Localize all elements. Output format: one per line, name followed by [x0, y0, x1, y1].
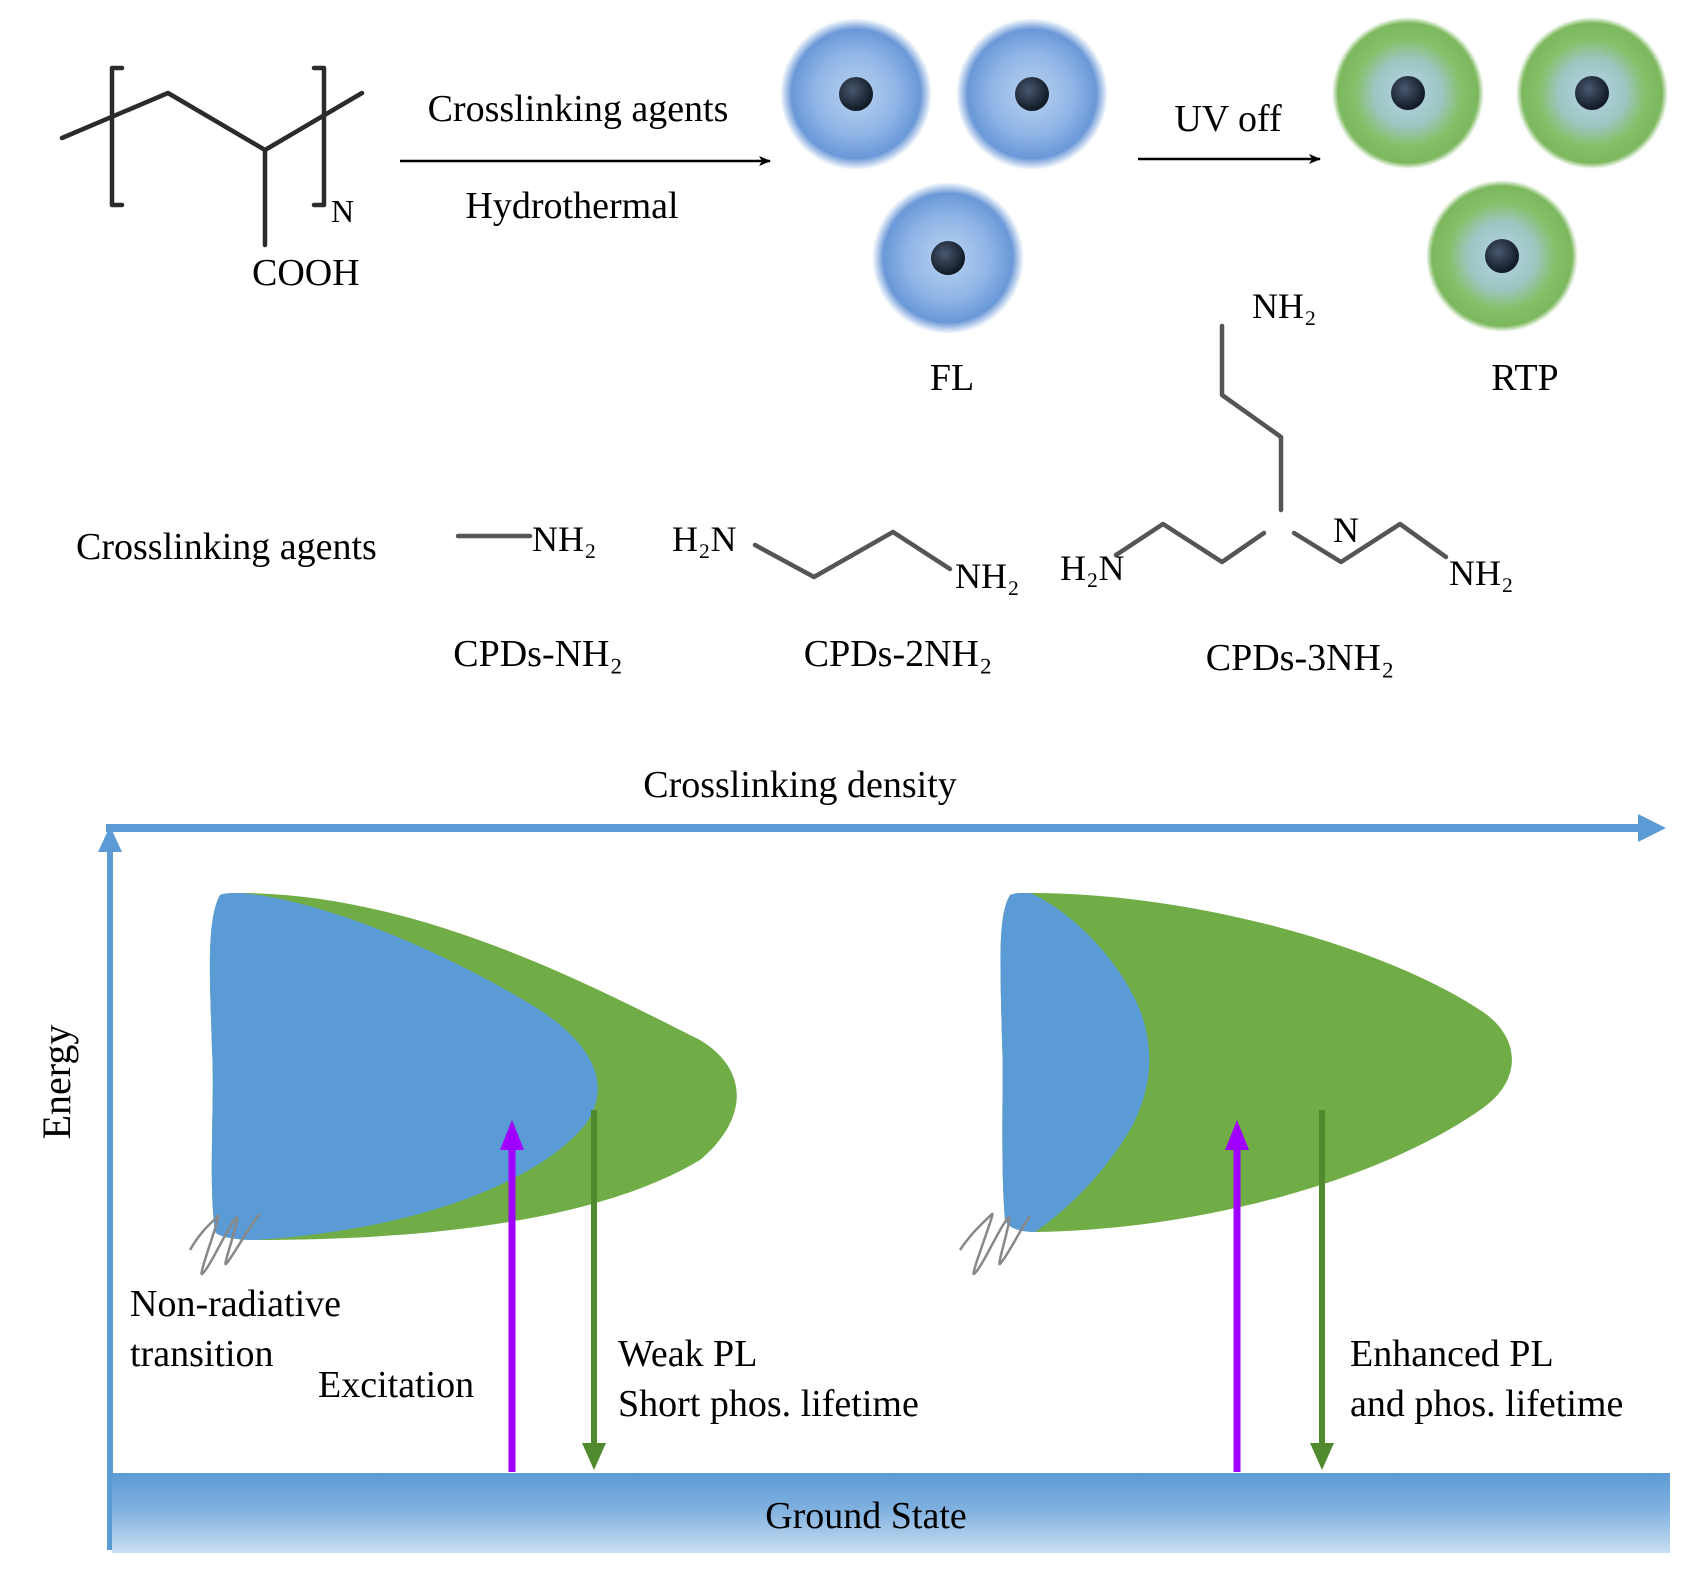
step2-above-label: UV off — [1174, 98, 1282, 140]
nonradiative-label-line2: transition — [130, 1333, 274, 1375]
excitation-arrowhead-icon — [500, 1120, 524, 1150]
repeat-subscript: N — [331, 193, 354, 229]
y-axis-arrowhead-icon — [98, 826, 122, 852]
step1-below-label: Hydrothermal — [465, 185, 678, 227]
excitation-arrowhead-icon — [1225, 1120, 1249, 1150]
energy-diagram: Crosslinking density Energy Ground State… — [34, 764, 1670, 1553]
core-icon — [1575, 76, 1609, 110]
crosslinking-agents-row: Crosslinking agents NH₂ CPDs-NH₂ H₂N NH₂… — [76, 286, 1514, 679]
amine-group-right: NH₂ — [1449, 553, 1514, 593]
polyacrylic-acid-structure: N COOH — [59, 65, 365, 294]
fl-dot — [780, 18, 932, 170]
rtp-label: RTP — [1491, 357, 1558, 399]
nonradiative-label-line1: Non-radiative — [130, 1283, 341, 1325]
fl-dot — [872, 182, 1024, 334]
core-icon — [1391, 76, 1425, 110]
ground-state-label: Ground State — [765, 1495, 967, 1537]
emission-label-line2: and phos. lifetime — [1350, 1383, 1623, 1425]
arm-top — [1219, 323, 1284, 513]
amine-group-top: NH₂ — [1252, 286, 1317, 326]
core-icon — [839, 77, 873, 111]
singlet-state-shape — [1000, 893, 1150, 1232]
core-icon — [1015, 77, 1049, 111]
step1-above-label: Crosslinking agents — [428, 88, 729, 130]
fl-dots: FL — [780, 18, 1108, 399]
right-energy-panel: Enhanced PL and phos. lifetime — [958, 893, 1623, 1472]
amine-group: NH₂ — [532, 519, 597, 559]
agent-name: CPDs-2NH₂ — [804, 633, 993, 675]
triplet-state-shape — [1000, 893, 1512, 1232]
arm-left — [1113, 521, 1267, 565]
agent-cpds-3nh2: NH₂ N H₂N NH₂ CPDs-3NH₂ — [1060, 286, 1514, 679]
x-axis-label: Crosslinking density — [643, 764, 957, 806]
rtp-dot — [1516, 17, 1668, 169]
nonradiative-wave-icon — [188, 1213, 261, 1276]
reaction-step-2: UV off — [1138, 98, 1321, 164]
agent-name: CPDs-3NH₂ — [1206, 637, 1395, 679]
core-icon — [931, 241, 965, 275]
amine-group-left: H₂N — [672, 519, 737, 559]
rtp-dot — [1426, 180, 1578, 332]
carboxyl-label: COOH — [252, 252, 360, 294]
emission-label-line1: Enhanced PL — [1350, 1333, 1554, 1375]
left-energy-panel: Non-radiative transition Excitation Weak… — [130, 893, 919, 1472]
left-bracket — [109, 65, 125, 208]
emission-arrowhead-icon — [1310, 1443, 1334, 1470]
emission-label-line2: Short phos. lifetime — [618, 1383, 919, 1425]
singlet-state-shape — [209, 893, 598, 1240]
emission-arrowhead-icon — [582, 1443, 606, 1470]
right-bracket — [311, 65, 327, 208]
agents-row-label: Crosslinking agents — [76, 526, 377, 568]
polymer-backbone — [59, 90, 365, 153]
agent-name: CPDs-NH₂ — [453, 633, 623, 675]
amine-group-left: H₂N — [1060, 548, 1125, 588]
agent-cpds-nh2: NH₂ CPDs-NH₂ — [453, 519, 623, 675]
x-axis-arrowhead-icon — [1638, 814, 1666, 842]
fl-label: FL — [930, 357, 974, 399]
rtp-dots: RTP — [1332, 17, 1668, 399]
arm-right — [1291, 521, 1449, 565]
amine-group-right: NH₂ — [955, 556, 1020, 596]
fl-dot — [956, 18, 1108, 170]
reaction-step-1: Crosslinking agents Hydrothermal — [400, 88, 771, 227]
core-icon — [1485, 239, 1519, 273]
ground-state-band — [112, 1473, 1670, 1553]
ethylene-chain — [752, 529, 953, 580]
central-nitrogen: N — [1333, 510, 1359, 550]
agent-cpds-2nh2: H₂N NH₂ CPDs-2NH₂ — [672, 519, 1020, 675]
nonradiative-wave-icon — [958, 1212, 1031, 1276]
y-axis-label: Energy — [34, 1025, 79, 1140]
excitation-label: Excitation — [318, 1364, 474, 1406]
rtp-dot — [1332, 17, 1484, 169]
emission-label-line1: Weak PL — [618, 1333, 757, 1375]
